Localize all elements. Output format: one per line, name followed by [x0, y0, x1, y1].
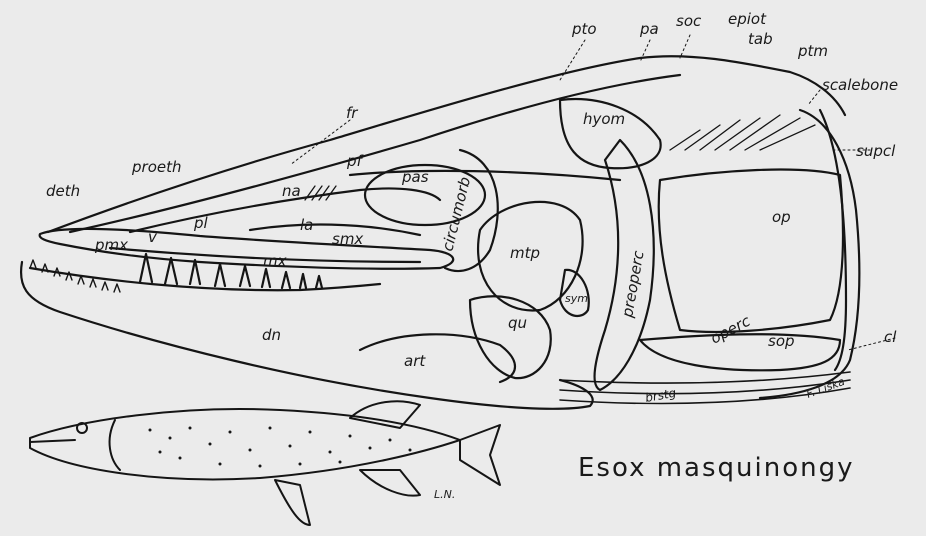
label-smx: smx: [332, 230, 363, 248]
fish-tail: [460, 425, 500, 485]
leader-soc: [680, 35, 690, 58]
figure-title: Esox masquinongy: [578, 453, 855, 483]
fish-spots: [149, 427, 412, 468]
label-proeth: proeth: [131, 158, 181, 176]
parasphenoid: [350, 171, 620, 180]
articular: [360, 334, 515, 382]
label-fr: fr: [346, 104, 358, 122]
label-mx: mx: [263, 252, 287, 270]
label-preoperc: preoperc: [618, 249, 648, 320]
opercle: [659, 170, 843, 332]
leader-pto: [560, 40, 585, 80]
fish-anal-fin: [360, 470, 420, 496]
artist-signature: F. Liska: [805, 375, 847, 401]
fish-mouth: [30, 440, 75, 442]
label-sop: sop: [768, 332, 795, 350]
label-pf: pf: [346, 152, 365, 170]
fish-gill: [110, 420, 120, 470]
label-cl: cl: [884, 328, 897, 346]
fish-body: [30, 409, 460, 479]
lower-jaw-outline: [21, 262, 593, 409]
label-pas: pas: [401, 168, 429, 186]
label-pto: pto: [571, 20, 597, 38]
opercle-hatch: [670, 115, 815, 150]
leader-fr: [290, 120, 350, 165]
label-circumorb: circumorb: [438, 175, 474, 253]
label-soc: soc: [676, 12, 702, 30]
leader-scalebone: [808, 90, 820, 105]
skull-dorsal-outline: [48, 56, 845, 232]
label-la: la: [300, 216, 313, 234]
label-operc: operc: [707, 311, 754, 347]
label-epiot: epiot: [728, 10, 767, 28]
label-scalebone: scalebone: [822, 76, 898, 94]
label-art: art: [404, 352, 426, 370]
quadrate: [470, 296, 551, 378]
label-pa: pa: [639, 20, 659, 38]
fish-signature: L.N.: [434, 488, 455, 501]
label-qu: qu: [508, 314, 527, 332]
label-deth: deth: [46, 182, 80, 200]
subopercle: [640, 334, 840, 370]
label-supcl: supcl: [856, 142, 896, 160]
label-brstg: brstg: [644, 386, 677, 405]
label-pl: pl: [193, 214, 209, 232]
label-ptm: ptm: [797, 42, 828, 60]
fish-pelvic-fin: [275, 480, 310, 525]
leader-pa: [640, 40, 650, 62]
label-hyom: hyom: [583, 110, 625, 128]
fish-dorsal-fin: [350, 401, 420, 428]
label-v: v: [148, 228, 158, 246]
label-dn: dn: [262, 326, 281, 344]
label-na: na: [282, 182, 301, 200]
frontal-line: [70, 75, 680, 232]
label-sym: sym: [565, 292, 588, 305]
label-op: op: [772, 208, 791, 226]
label-pmx: pmx: [94, 236, 128, 254]
label-mtp: mtp: [510, 244, 540, 262]
label-tab: tab: [748, 30, 773, 48]
